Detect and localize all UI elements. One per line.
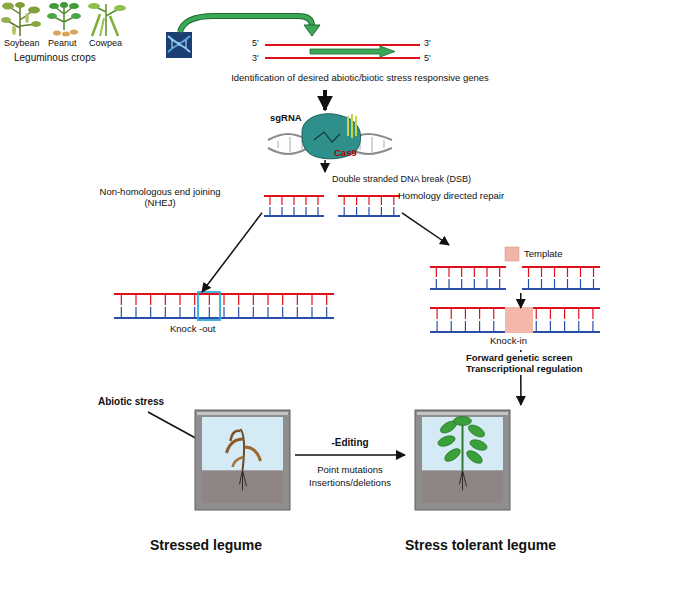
annotation-label: 5' [252, 38, 259, 49]
tolerant-plant: Stress tolerant legume [405, 405, 595, 555]
dsb-dna: Double stranded DNA break (DSB) [262, 172, 402, 220]
node-label: Knock -out [170, 323, 215, 334]
node-art [405, 405, 595, 555]
annotation-label: Insertions/deletions [295, 477, 405, 488]
annotation-label: Point mutations [295, 464, 405, 475]
curved-arrow [180, 16, 320, 36]
node-label: Double stranded DNA break (DSB) [332, 174, 471, 185]
edge-label: Non-homologous end joining (NHEJ) [90, 186, 230, 209]
flow-arrow [520, 293, 522, 308]
dna-icon [166, 32, 192, 58]
flow-arrow [295, 454, 405, 456]
flow-arrow [202, 213, 262, 292]
node-art [112, 292, 337, 340]
node-label: Template [524, 248, 563, 259]
stressed-plant: Stressed legume [150, 405, 295, 555]
knockout-dna: Knock -out [112, 292, 337, 340]
cowpea-plant [88, 3, 126, 36]
peanut-plant [47, 2, 81, 37]
node-label: Stressed legume [150, 537, 262, 554]
flow-arrow [402, 213, 449, 245]
annotation-label: Soybean [4, 38, 40, 49]
annotation-label: 5' [424, 53, 431, 64]
cas9-complex: sgRNA Cas9 [268, 110, 392, 160]
annotation-label: Leguminous crops [14, 52, 96, 64]
annotation-label: 3' [252, 53, 259, 64]
node-label: sgRNA [270, 112, 302, 123]
flow-arrow [323, 90, 327, 110]
annotation-label: Cowpea [89, 38, 122, 49]
annotation-label: 3' [424, 38, 431, 49]
node-art [150, 405, 295, 555]
edge-label: -Editing [295, 437, 405, 449]
node-art [428, 245, 603, 293]
annotation-label: Abiotic stress [98, 396, 164, 408]
node-sublabel: Cas9 [334, 147, 357, 158]
annotation-label: Peanut [48, 38, 77, 49]
edge-label: Homology directed repair [398, 190, 504, 201]
node-label: Knock-in [490, 335, 527, 346]
edge-label: Forward genetic screen Transcriptional r… [466, 352, 626, 375]
hdr-dna: Template [428, 245, 603, 293]
node-label: Identification of desired abiotic/biotic… [220, 72, 500, 83]
soybean-plant [1, 2, 41, 36]
flow-arrow [324, 160, 326, 172]
gene-target: Identification of desired abiotic/biotic… [220, 28, 500, 90]
node-label: Stress tolerant legume [405, 537, 556, 554]
knockin-dna: Knock-in [428, 308, 603, 350]
